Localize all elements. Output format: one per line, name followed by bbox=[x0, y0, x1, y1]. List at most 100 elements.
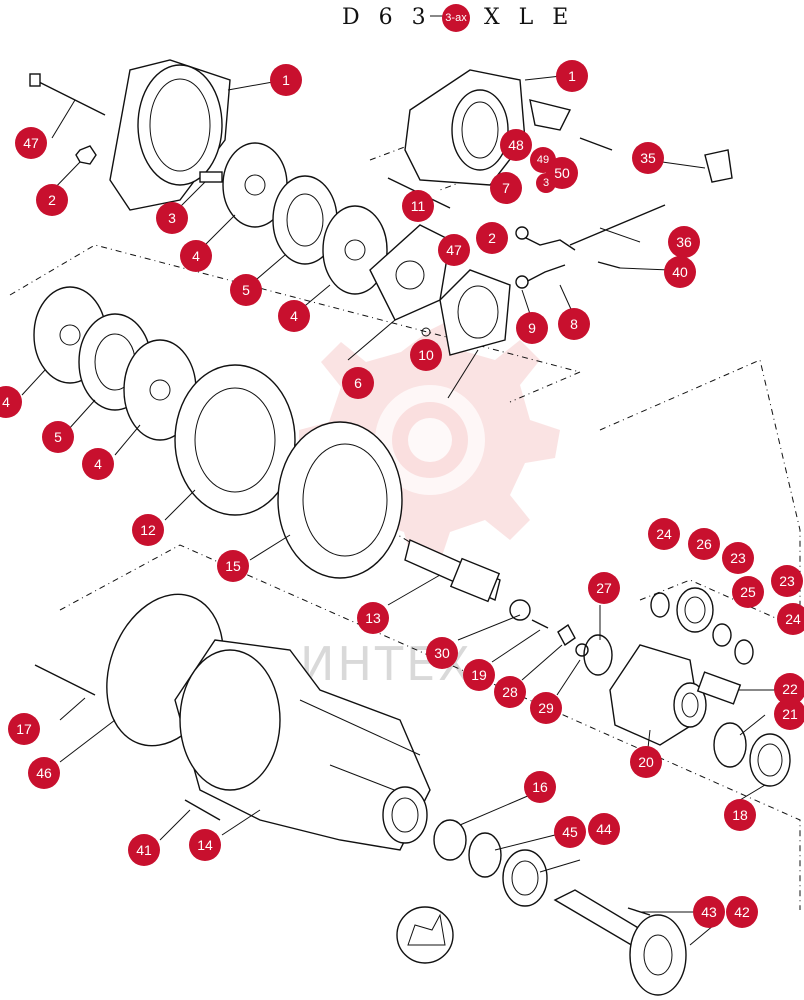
callout-badge: 2 bbox=[36, 184, 68, 216]
callout-badge: 30 bbox=[426, 637, 458, 669]
callout-badge: 16 bbox=[524, 771, 556, 803]
svg-text:20: 20 bbox=[638, 754, 654, 770]
differential-small-parts bbox=[650, 587, 754, 665]
callout-badge: 41 bbox=[128, 834, 160, 866]
svg-text:11: 11 bbox=[411, 198, 426, 214]
callout-badge: 47 bbox=[15, 127, 47, 159]
callout-badge: 20 bbox=[630, 746, 662, 778]
part-42-output-flange bbox=[553, 889, 687, 996]
callout-badge: 44 bbox=[588, 813, 620, 845]
svg-text:27: 27 bbox=[596, 580, 612, 596]
callout-badge: 15 bbox=[217, 550, 249, 582]
svg-text:47: 47 bbox=[446, 242, 462, 258]
callout-badge: 46 bbox=[28, 757, 60, 789]
callout-badge: 19 bbox=[463, 659, 495, 691]
part-47-bolt bbox=[34, 79, 106, 116]
part-12-piston bbox=[174, 364, 296, 516]
callout-badge: 9 bbox=[516, 312, 548, 344]
svg-text:10: 10 bbox=[418, 347, 434, 363]
callout-badge: 13 bbox=[357, 602, 389, 634]
callout-badge: 25 bbox=[732, 576, 764, 608]
callout-badge: 10 bbox=[410, 339, 442, 371]
part-3-pin bbox=[199, 171, 223, 183]
part-17-stud bbox=[34, 664, 96, 696]
callout-badge: 5 bbox=[230, 274, 262, 306]
svg-text:50: 50 bbox=[554, 165, 570, 181]
callout-badge: 7 bbox=[490, 172, 522, 204]
callout-badge: 22 bbox=[774, 673, 804, 705]
callout-badge: 28 bbox=[494, 676, 526, 708]
svg-text:36: 36 bbox=[676, 234, 692, 250]
leader-lines bbox=[21, 74, 775, 946]
svg-text:41: 41 bbox=[136, 842, 152, 858]
callout-badge: 42 bbox=[726, 896, 758, 928]
svg-text:23: 23 bbox=[730, 550, 746, 566]
svg-text:24: 24 bbox=[656, 526, 672, 542]
svg-text:9: 9 bbox=[528, 320, 536, 336]
part-14-axle-housing bbox=[174, 639, 431, 851]
svg-text:26: 26 bbox=[696, 536, 712, 552]
svg-text:6: 6 bbox=[354, 375, 362, 391]
callout-badge: 4 bbox=[180, 240, 212, 272]
svg-text:1: 1 bbox=[282, 72, 290, 88]
part-27-circlip bbox=[583, 634, 613, 676]
svg-text:18: 18 bbox=[732, 807, 748, 823]
svg-text:25: 25 bbox=[740, 584, 756, 600]
part-50-bolt bbox=[579, 137, 613, 151]
part-21-bearing bbox=[713, 722, 747, 768]
svg-text:40: 40 bbox=[672, 264, 688, 280]
part-28-plate bbox=[557, 623, 576, 647]
svg-text:29: 29 bbox=[538, 700, 554, 716]
callouts: 1 47 1 2 48 49 50 35 3 4 7 11 3 5 2 47 3… bbox=[0, 4, 804, 928]
svg-text:49: 49 bbox=[537, 154, 549, 166]
callout-badge: 21 bbox=[774, 698, 804, 730]
callout-badge: 3 bbox=[536, 173, 556, 193]
svg-text:30: 30 bbox=[434, 645, 450, 661]
callout-badge: 48 bbox=[500, 129, 532, 161]
callout-badge: 27 bbox=[588, 572, 620, 604]
svg-text:5: 5 bbox=[54, 429, 62, 445]
svg-text:1: 1 bbox=[568, 68, 576, 84]
callout-badge: 8 bbox=[558, 308, 590, 340]
callout-badge: 35 bbox=[632, 142, 664, 174]
part-6-plate-assembly bbox=[369, 224, 511, 356]
callout-badge: 23 bbox=[722, 542, 754, 574]
part-1-housing-left bbox=[109, 59, 231, 211]
callout-badge: 45 bbox=[554, 816, 586, 848]
svg-text:4: 4 bbox=[94, 456, 102, 472]
callout-badge: 36 bbox=[668, 226, 700, 258]
part-16-cup bbox=[433, 819, 467, 861]
part-30-washer bbox=[509, 599, 531, 621]
linkage-assembly bbox=[515, 226, 621, 289]
svg-text:44: 44 bbox=[596, 821, 612, 837]
callout-badge: 17 bbox=[8, 713, 40, 745]
callout-badge: 43 bbox=[693, 896, 725, 928]
callout-badge: 5 bbox=[42, 421, 74, 453]
part-15-ring-gear bbox=[277, 421, 403, 579]
part-22-shaft bbox=[696, 671, 742, 705]
svg-text:48: 48 bbox=[508, 137, 524, 153]
callout-badge: 12 bbox=[132, 514, 164, 546]
callout-badge: 4 bbox=[278, 300, 310, 332]
callout-badge: 23 bbox=[771, 565, 803, 597]
part-2-nut bbox=[75, 145, 97, 165]
svg-text:2: 2 bbox=[48, 192, 56, 208]
callout-badge: 1 bbox=[270, 64, 302, 96]
part-43-bolt bbox=[627, 907, 651, 916]
part-44-seal bbox=[502, 849, 548, 907]
svg-text:5: 5 bbox=[242, 282, 250, 298]
part-45-bearing bbox=[468, 832, 502, 878]
part-18-cup bbox=[749, 733, 791, 787]
svg-text:45: 45 bbox=[562, 824, 578, 840]
part-41-bolt bbox=[184, 799, 221, 821]
svg-text:3: 3 bbox=[543, 177, 549, 189]
svg-text:14: 14 bbox=[197, 837, 213, 853]
svg-text:46: 46 bbox=[36, 765, 52, 781]
svg-text:3: 3 bbox=[168, 210, 176, 226]
diagram-title-left: D 6 3 bbox=[342, 5, 432, 30]
callout-badge: 11 bbox=[402, 190, 434, 222]
part-19-screw bbox=[531, 619, 549, 629]
part-36-rod bbox=[569, 204, 666, 246]
part-13-shaft bbox=[404, 539, 501, 603]
